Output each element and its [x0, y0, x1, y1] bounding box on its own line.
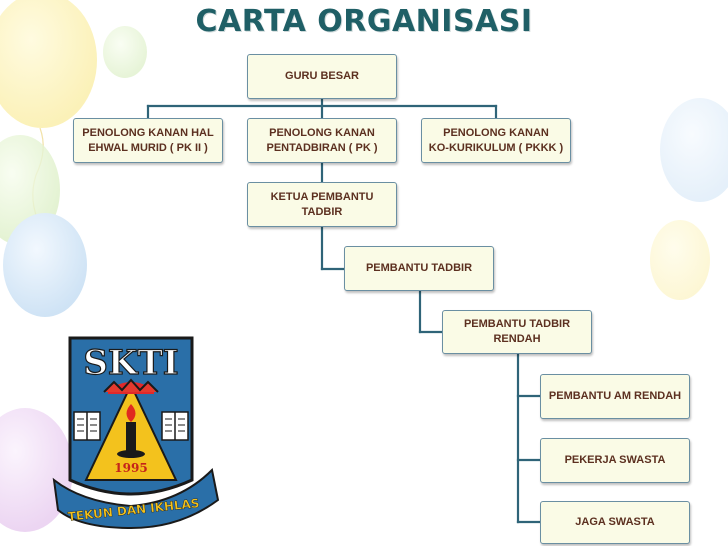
balloon-yellow-icon — [0, 0, 97, 128]
balloon-blue-icon — [3, 213, 87, 317]
balloon-blue-right-icon — [660, 98, 728, 202]
node-penolong-kanan-kokurikulum: PENOLONG KANAN KO-KURIKULUM ( PKKK ) — [421, 118, 571, 163]
svg-text:1995: 1995 — [114, 461, 147, 475]
node-penolong-kanan-pentadbiran: PENOLONG KANAN PENTADBIRAN ( PK ) — [247, 118, 397, 163]
node-penolong-kanan-hem: PENOLONG KANAN HAL EHWAL MURID ( PK II ) — [73, 118, 223, 163]
node-guru-besar: GURU BESAR — [247, 54, 397, 99]
balloon-green-small-icon — [103, 26, 147, 78]
node-jaga-swasta: JAGA SWASTA — [540, 501, 690, 544]
node-pembantu-am-rendah: PEMBANTU AM RENDAH — [540, 374, 690, 419]
node-ketua-pembantu-tadbir: KETUA PEMBANTU TADBIR — [247, 182, 397, 227]
svg-text:SKTI: SKTI — [83, 343, 178, 383]
node-pembantu-tadbir: PEMBANTU TADBIR — [344, 246, 494, 291]
balloon-purple-icon — [0, 408, 73, 532]
node-pembantu-tadbir-rendah: PEMBANTU TADBIR RENDAH — [442, 310, 592, 354]
node-pekerja-swasta: PEKERJA SWASTA — [540, 438, 690, 483]
page-title: CARTA ORGANISASI — [195, 4, 533, 39]
school-crest-logo: SKTI 1995 TEKUN DAN IKHLAS — [52, 336, 220, 530]
balloon-yellow-right-icon — [650, 220, 710, 300]
